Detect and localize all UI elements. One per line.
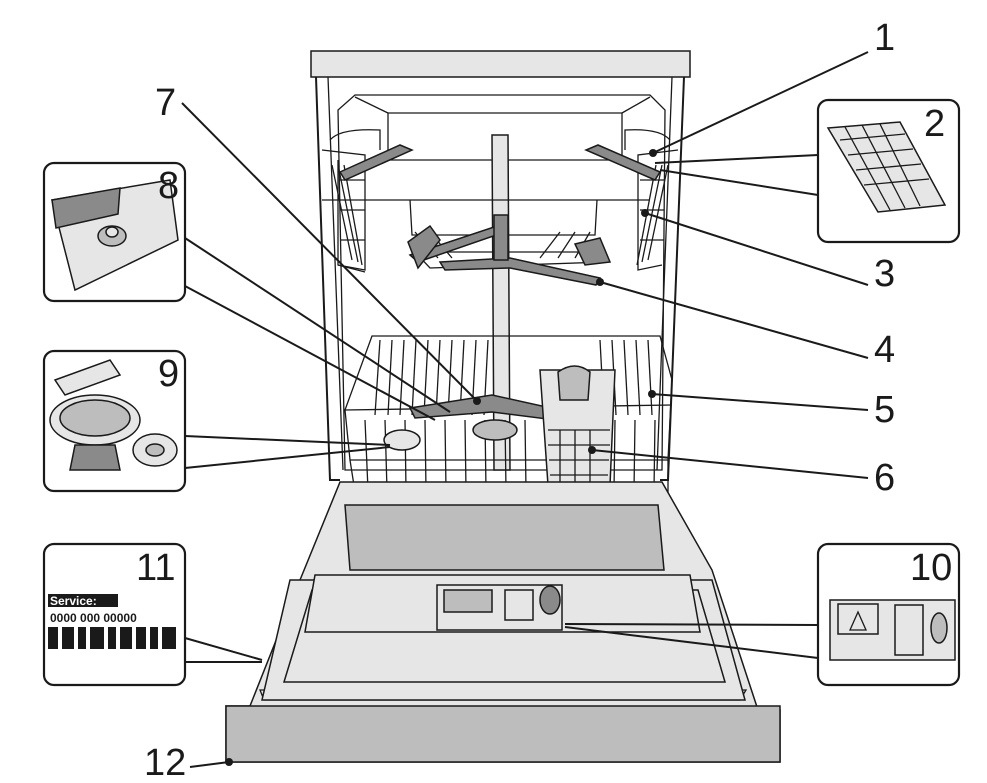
barcode: [48, 627, 176, 649]
callout-2: 2: [924, 103, 945, 145]
inset-box-8: [42, 161, 187, 303]
callout-8: 8: [158, 165, 179, 207]
callout-6: 6: [874, 457, 895, 499]
callout-11: 11: [136, 547, 175, 589]
inset-box-11: Service: 0000 000 00000: [42, 542, 187, 687]
callout-numbers: 1 2 3 4 5 6 7 8 9 10 11 12: [136, 17, 952, 783]
callout-1: 1: [874, 17, 895, 59]
inset-box-2: [816, 98, 961, 244]
callout-10: 10: [910, 547, 952, 589]
leader-lines: [181, 51, 869, 768]
upper-basket: [321, 144, 679, 286]
inset-box-10: [816, 542, 961, 687]
door: [225, 481, 781, 763]
service-label-title: Service:: [50, 594, 97, 608]
service-label-number: 0000 000 00000: [50, 611, 137, 625]
callout-7: 7: [155, 82, 176, 124]
callout-3: 3: [874, 253, 895, 295]
callout-5: 5: [874, 389, 895, 431]
callout-4: 4: [874, 329, 895, 371]
lower-basket: [344, 335, 673, 493]
inset-box-9: [42, 349, 187, 493]
callout-9: 9: [158, 353, 179, 395]
callout-dots: [225, 149, 657, 766]
callout-12: 12: [144, 742, 186, 783]
